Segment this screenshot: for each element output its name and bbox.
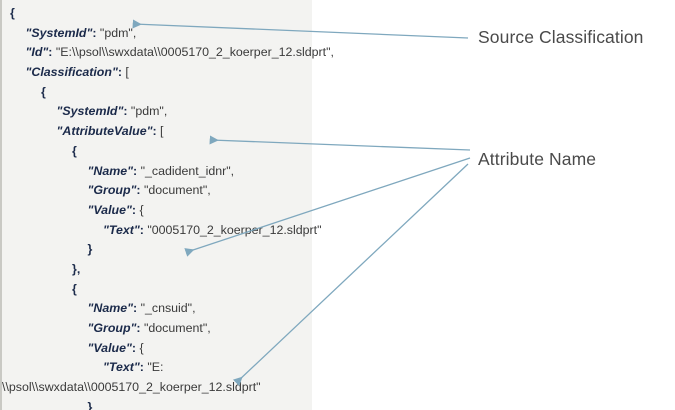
json-code-line: "SystemId": "pdm", bbox=[2, 24, 314, 44]
json-code-line: "Name": "_cnsuid", bbox=[2, 299, 314, 319]
json-bracket: { bbox=[72, 143, 77, 158]
json-key: "Text" bbox=[103, 222, 140, 237]
annotation-label-source-classification: Source Classification bbox=[478, 27, 644, 47]
json-colon: : bbox=[131, 202, 140, 217]
json-code-line: { bbox=[2, 142, 314, 162]
json-value: [ bbox=[160, 124, 164, 139]
json-code-line: \\psol\\swxdata\\0005170_2_koerper_12.sl… bbox=[2, 378, 314, 398]
json-code-line: { bbox=[2, 83, 314, 103]
json-code-line: "Group": "document", bbox=[2, 181, 314, 201]
json-code-panel: {"SystemId": "pdm","Id": "E:\\psol\\swxd… bbox=[0, 0, 334, 410]
json-value: "E: bbox=[147, 360, 164, 375]
json-key: "Value" bbox=[87, 202, 132, 217]
json-colon: : bbox=[133, 163, 141, 178]
json-code-line: { bbox=[2, 280, 314, 300]
json-key: "AttributeValue" bbox=[56, 124, 153, 139]
json-code-line: "Value": { bbox=[2, 201, 314, 221]
json-key: "Group" bbox=[87, 183, 137, 198]
json-value: "pdm", bbox=[130, 104, 168, 119]
json-value: [ bbox=[125, 65, 129, 80]
json-value: "E:\\psol\\swxdata\\0005170_2_koerper_12… bbox=[55, 45, 334, 60]
json-key: "Group" bbox=[87, 321, 137, 335]
json-key: "Name" bbox=[87, 301, 134, 316]
json-colon: : bbox=[139, 222, 148, 237]
json-code-line: "Text": "0005170_2_koerper_12.sldprt" bbox=[2, 221, 322, 241]
json-key: "Text" bbox=[103, 360, 140, 375]
json-code-line: "Text": "E: bbox=[2, 358, 314, 378]
json-key: "Id" bbox=[25, 45, 49, 60]
json-code-line: } bbox=[2, 398, 314, 410]
json-bracket: { bbox=[41, 84, 46, 99]
json-key: "SystemId" bbox=[56, 104, 124, 119]
json-bracket: } bbox=[87, 242, 93, 257]
json-key: "SystemId" bbox=[25, 25, 93, 40]
json-key: "Name" bbox=[87, 163, 134, 178]
json-value: { bbox=[139, 202, 144, 217]
json-code-line: "Name": "_cadident_idnr", bbox=[2, 162, 314, 182]
json-value: "document", bbox=[144, 183, 211, 198]
json-code-line: "Id": "E:\\psol\\swxdata\\0005170_2_koer… bbox=[2, 43, 334, 63]
json-code-line: { bbox=[2, 4, 314, 24]
json-colon: : bbox=[92, 25, 100, 40]
json-key: "Value" bbox=[87, 340, 132, 355]
json-value: "document", bbox=[144, 321, 211, 335]
json-value: "_cnsuid", bbox=[140, 301, 196, 316]
json-value: "pdm", bbox=[99, 25, 137, 40]
json-value: "_cadident_idnr", bbox=[140, 163, 235, 178]
json-colon: : bbox=[136, 321, 144, 335]
json-value: "0005170_2_koerper_12.sldprt" bbox=[147, 222, 322, 237]
json-code-line: } bbox=[2, 240, 314, 260]
json-code-lines: {"SystemId": "pdm","Id": "E:\\psol\\swxd… bbox=[2, 4, 334, 410]
json-value: { bbox=[139, 340, 144, 355]
json-bracket: { bbox=[72, 281, 77, 296]
json-colon: : bbox=[123, 104, 131, 119]
json-code-line: }, bbox=[2, 260, 314, 280]
json-code-line: "Group": "document", bbox=[2, 319, 314, 339]
json-colon: : bbox=[136, 183, 144, 198]
json-bracket: { bbox=[10, 6, 15, 20]
json-colon: : bbox=[48, 45, 56, 60]
json-code-line: "AttributeValue": [ bbox=[2, 122, 314, 142]
json-colon: : bbox=[152, 124, 161, 139]
annotation-label-attribute-name: Attribute Name bbox=[478, 149, 597, 169]
json-colon: : bbox=[139, 360, 148, 375]
json-code-line: "Value": { bbox=[2, 339, 314, 359]
json-code-line: "Classification": [ bbox=[2, 63, 314, 83]
json-colon: : bbox=[133, 301, 141, 316]
json-bracket: } bbox=[87, 399, 93, 410]
json-colon: : bbox=[117, 65, 126, 80]
json-value-wrapped: \\psol\\swxdata\\0005170_2_koerper_12.sl… bbox=[2, 380, 261, 395]
json-colon: : bbox=[131, 340, 140, 355]
json-key: "Classification" bbox=[25, 65, 118, 80]
json-bracket: }, bbox=[72, 261, 81, 276]
json-code-line: "SystemId": "pdm", bbox=[2, 102, 314, 122]
